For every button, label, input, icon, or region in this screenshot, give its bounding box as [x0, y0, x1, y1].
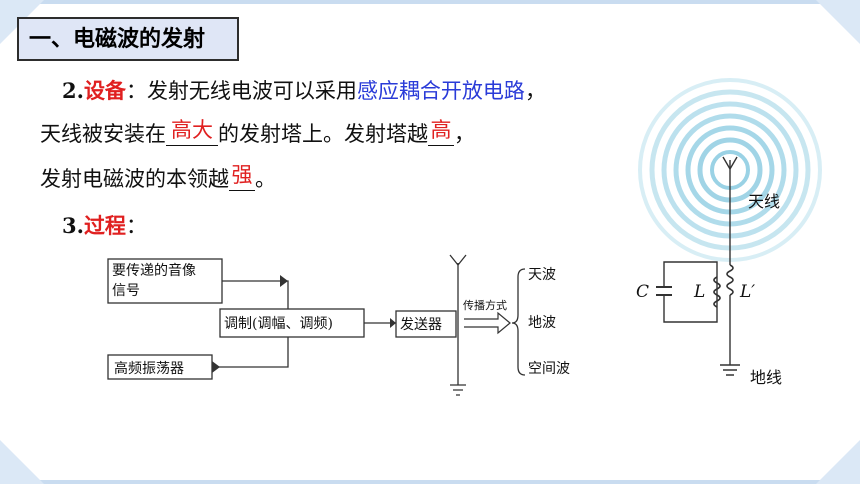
answer-blank-2: 高: [428, 119, 454, 146]
equipment-text-2: 天线被安装在: [40, 122, 166, 146]
oscillator-label: 高频振荡器: [114, 360, 184, 377]
process-heading-line: 3.过程：: [62, 210, 147, 240]
inductor-l-label: L: [693, 282, 705, 302]
corner-decoration-bottom-right: [816, 440, 860, 484]
ground-wave-label: 地波: [528, 315, 556, 331]
answer-blank-1: 高大: [166, 119, 218, 146]
signal-label-line-2: 信号: [112, 283, 140, 299]
equipment-text-3: 的发射塔上。发射塔越: [218, 122, 428, 146]
answer-high: 高: [430, 118, 452, 142]
answer-strong: 强: [231, 163, 253, 187]
equipment-period: 。: [255, 167, 276, 191]
antenna-circuit-diagram: 天线 地线 C L L′: [636, 78, 822, 387]
corner-decoration-bottom-left: [0, 440, 44, 484]
top-border: [0, 0, 860, 4]
process-number: 3.: [62, 213, 84, 238]
equipment-comma-2: ，: [454, 122, 475, 146]
equipment-line-3: 发射电磁波的本领越强。: [40, 163, 276, 193]
equipment-number: 2.: [62, 78, 84, 103]
equipment-comma-1: ，: [524, 79, 546, 103]
inductor-lprime-label: L′: [739, 282, 755, 302]
transmission-flow-diagram: 要传递的音像 信号 高频振荡器 调制(调幅、调频) 发送器 传播方式 天波 地波…: [107, 254, 570, 396]
signal-label-line-1: 要传递的音像: [112, 262, 196, 279]
transmitter-box: [395, 310, 457, 338]
process-colon: ：: [125, 214, 147, 238]
corner-decoration-top-right: [816, 0, 860, 44]
modulation-label: 调制(调幅、调频): [224, 316, 333, 332]
equipment-line-1: 2.设备：发射无线电波可以采用感应耦合开放电路，: [62, 75, 546, 105]
equipment-text-1: 发射无线电波可以采用: [146, 79, 357, 103]
transmitter-label: 发送器: [400, 317, 442, 333]
answer-blank-3: 强: [229, 164, 255, 191]
bottom-border: [0, 480, 860, 484]
sky-wave-label: 天波: [528, 267, 556, 283]
answer-tall: 高大: [171, 118, 213, 142]
equipment-heading: 设备: [83, 78, 126, 103]
section-title: 一、电磁波的发射: [17, 17, 239, 61]
ground-label: 地线: [750, 368, 782, 387]
antenna-label: 天线: [748, 192, 780, 211]
space-wave-label: 空间波: [528, 361, 570, 377]
propagation-label: 传播方式: [463, 298, 507, 312]
equipment-colon: ：: [125, 79, 147, 103]
equipment-line-2: 天线被安装在高大的发射塔上。发射塔越高，: [40, 118, 475, 148]
equipment-highlight: 感应耦合开放电路: [356, 79, 525, 103]
process-heading: 过程: [83, 213, 126, 238]
capacitor-label: C: [636, 282, 649, 302]
equipment-text-4: 发射电磁波的本领越: [40, 167, 229, 191]
propagation-arrow: [464, 311, 511, 335]
